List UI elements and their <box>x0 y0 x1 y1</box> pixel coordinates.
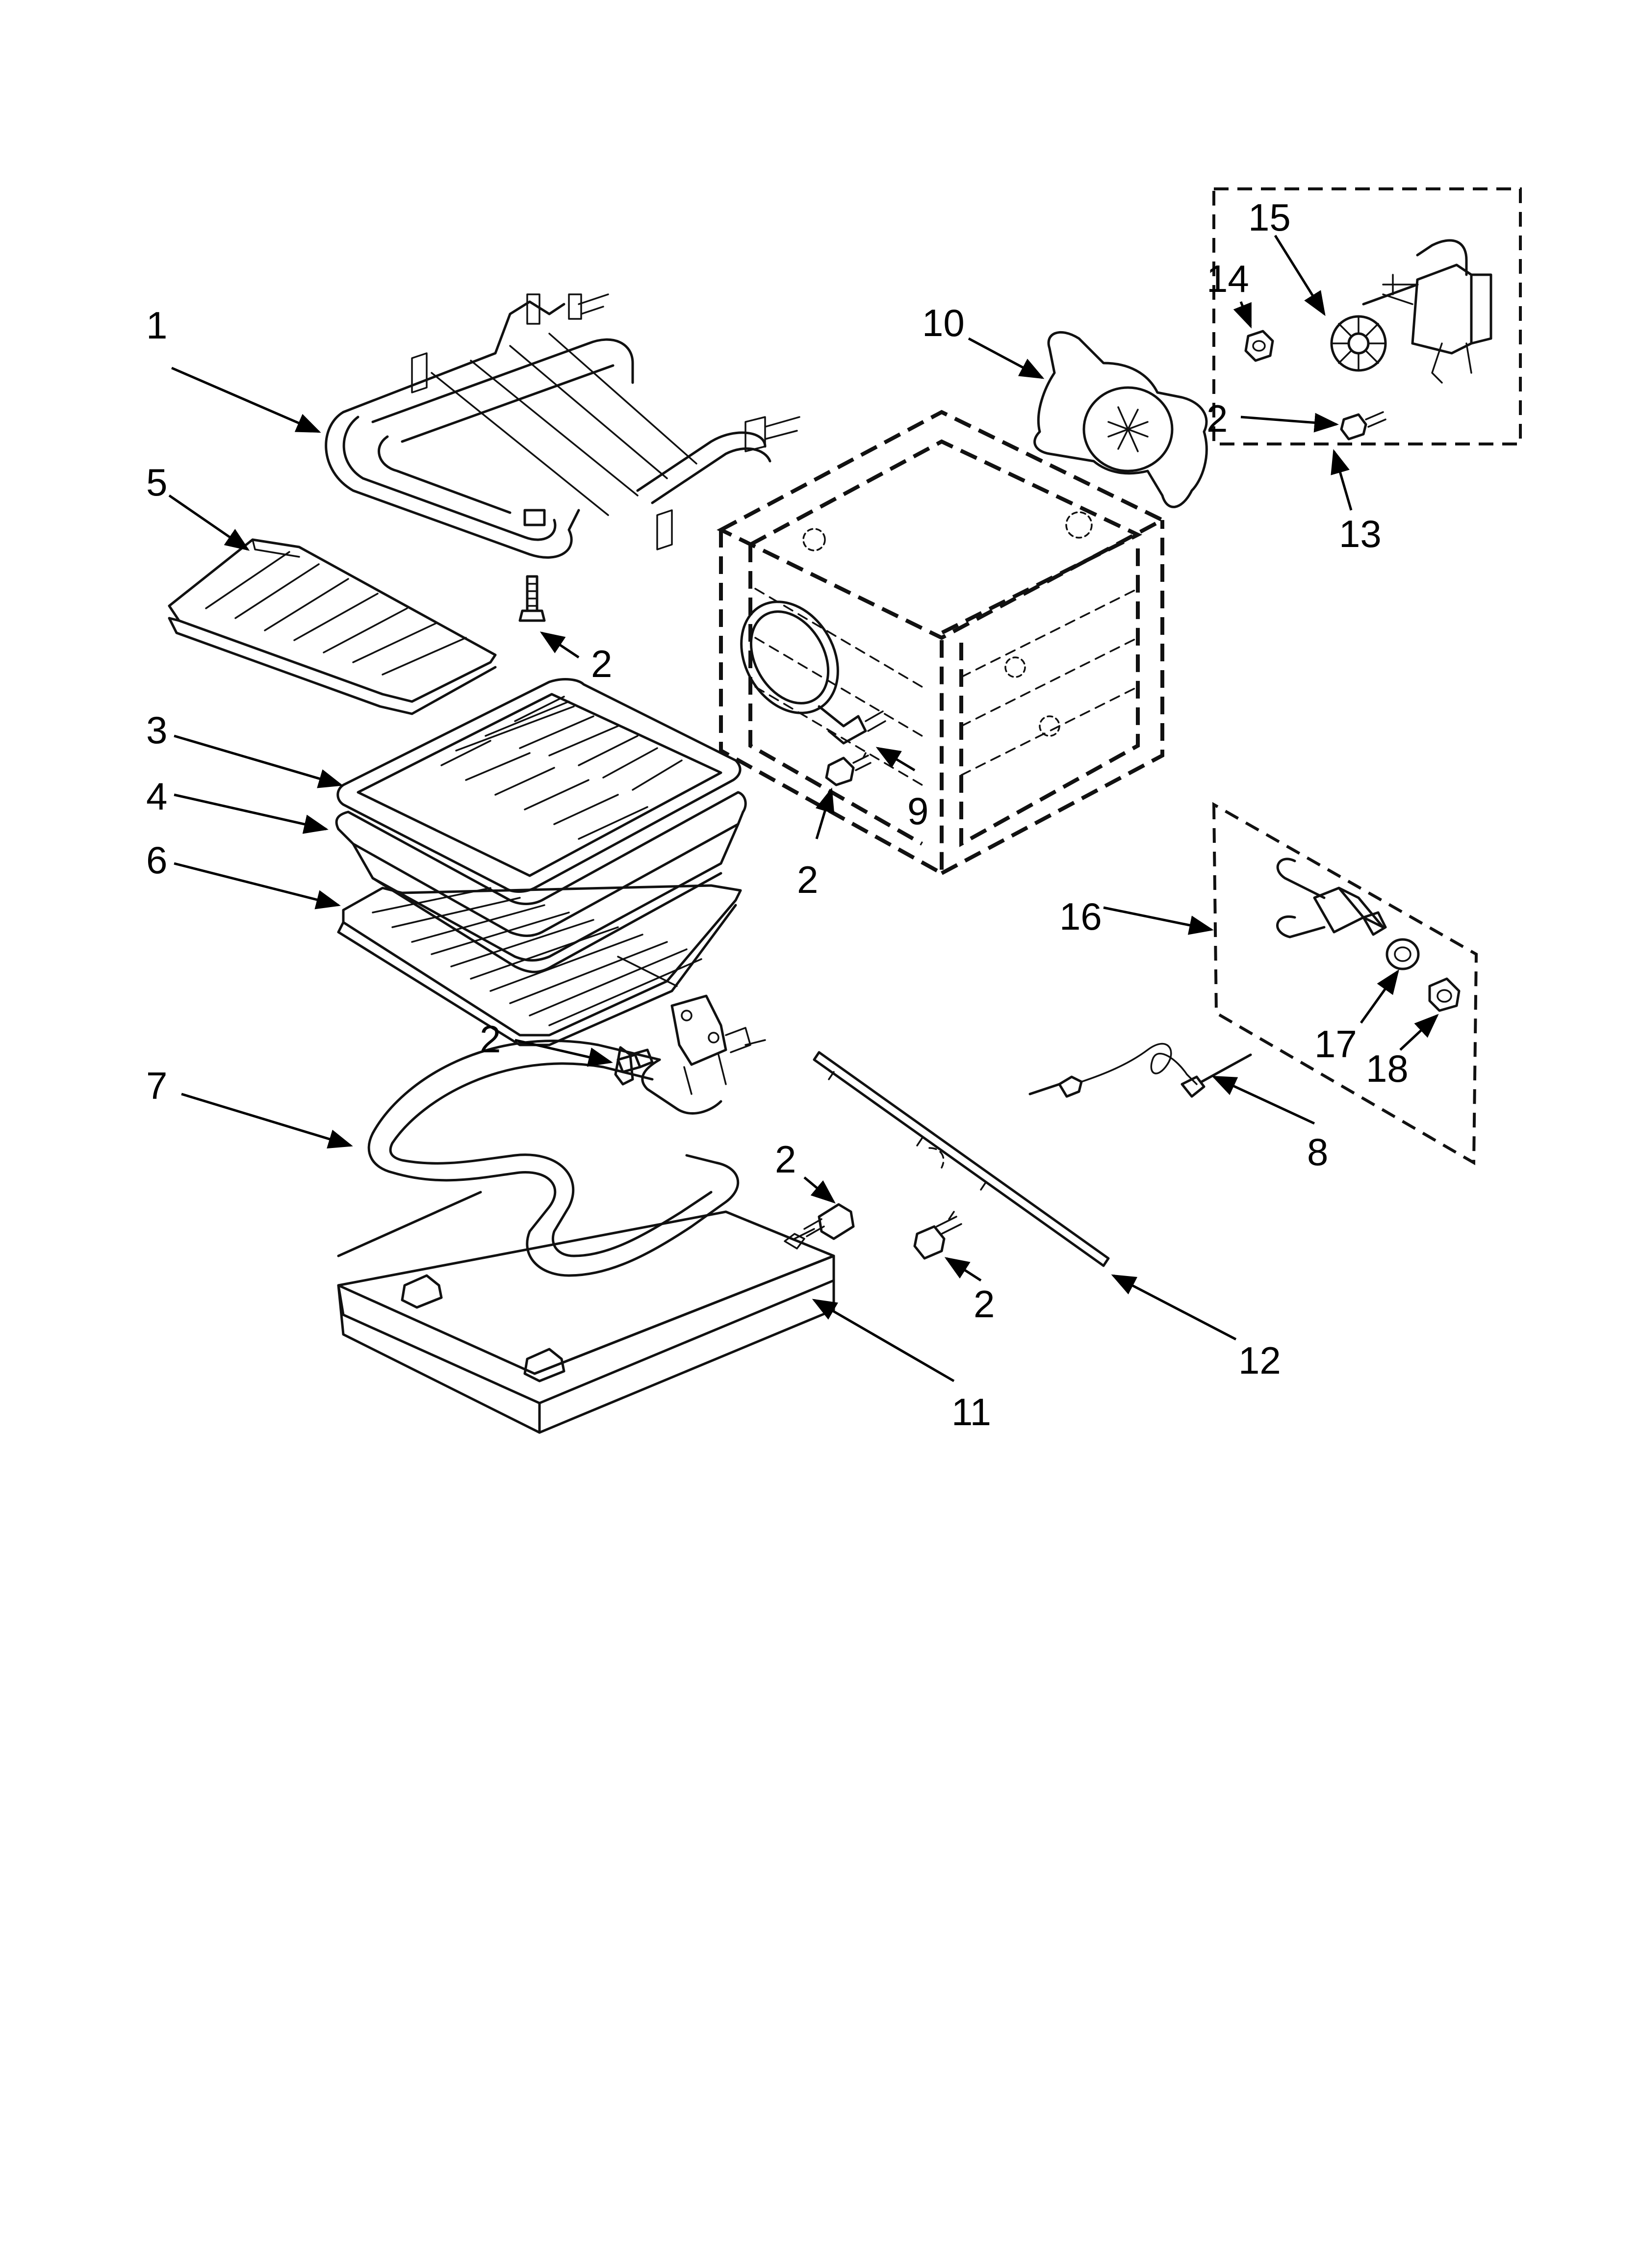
leader-2d <box>815 787 835 839</box>
leader-10 <box>968 337 1045 379</box>
callout-11: 11 <box>951 1390 991 1434</box>
leader-2e <box>1240 413 1339 433</box>
leader-7 <box>181 1093 353 1149</box>
callout-5: 5 <box>146 461 167 504</box>
callout-1: 1 <box>146 304 167 347</box>
leader-13 <box>1331 449 1353 511</box>
oven-rack <box>337 884 742 1046</box>
leader-2f <box>944 1257 982 1282</box>
leader-2b <box>514 1039 613 1067</box>
leader-17 <box>1360 969 1399 1024</box>
broil-pan-liner <box>168 538 497 715</box>
callout-13: 13 <box>1339 512 1382 555</box>
callout-labels: 1 5 2 3 4 6 2 7 2 11 10 9 2 15 14 2 13 1… <box>146 196 1409 1434</box>
oven-bottom-panel <box>337 1191 835 1434</box>
callout-2: 2 <box>480 1017 501 1061</box>
screw-convection-element <box>825 752 872 786</box>
callout-2: 2 <box>775 1138 796 1181</box>
callout-17: 17 <box>1314 1022 1357 1066</box>
leader-5 <box>168 494 250 551</box>
callout-10: 10 <box>922 301 965 344</box>
convection-fan-baffle <box>1033 331 1208 508</box>
leader-15 <box>1274 235 1326 316</box>
callout-15: 15 <box>1248 196 1291 239</box>
screw-side-trim <box>913 1211 962 1260</box>
leader-2a <box>539 631 580 659</box>
leader-12 <box>1111 1274 1237 1341</box>
fan-screw <box>1340 411 1386 441</box>
callout-18: 18 <box>1366 1047 1409 1090</box>
callout-16: 16 <box>1059 895 1102 938</box>
lock-washer <box>1385 938 1420 970</box>
callout-2: 2 <box>974 1282 995 1326</box>
convection-fan-kit <box>1212 187 1522 445</box>
screw-bottom-panel <box>794 1203 855 1240</box>
fan-nut <box>1244 330 1274 362</box>
oven-cavity <box>717 410 1167 877</box>
broiler-pan-grid <box>336 678 742 893</box>
leader-lines <box>168 235 1439 1382</box>
leader-18 <box>1399 1014 1439 1051</box>
broiler-pan <box>335 791 747 973</box>
sensor-nut <box>1428 977 1461 1012</box>
callout-14: 14 <box>1206 257 1249 300</box>
callout-4: 4 <box>146 775 167 818</box>
leader-1 <box>171 366 321 433</box>
oven-side-trim <box>813 1051 1110 1267</box>
callout-6: 6 <box>146 838 167 882</box>
leader-9 <box>875 747 916 772</box>
leader-14 <box>1233 301 1252 329</box>
leader-16 <box>1103 906 1214 935</box>
fan-blade <box>1330 315 1387 372</box>
callout-12: 12 <box>1238 1339 1281 1382</box>
broil-element <box>325 293 800 622</box>
leader-2c <box>803 1176 836 1204</box>
leader-6 <box>174 862 341 910</box>
convection-element <box>740 600 886 745</box>
callout-3: 3 <box>146 708 167 752</box>
bake-element <box>367 994 766 1277</box>
meat-probe <box>1028 1043 1252 1098</box>
callout-9: 9 <box>907 789 928 833</box>
callout-2: 2 <box>591 642 612 685</box>
temperature-sensor-kit <box>1212 802 1478 1166</box>
leader-4 <box>174 793 329 834</box>
callout-2: 2 <box>1206 397 1228 440</box>
leader-8 <box>1211 1075 1315 1125</box>
callout-7: 7 <box>146 1064 167 1107</box>
leader-3 <box>174 734 343 788</box>
callout-8: 8 <box>1307 1130 1328 1173</box>
callout-2: 2 <box>797 858 818 901</box>
leader-11 <box>812 1299 955 1382</box>
